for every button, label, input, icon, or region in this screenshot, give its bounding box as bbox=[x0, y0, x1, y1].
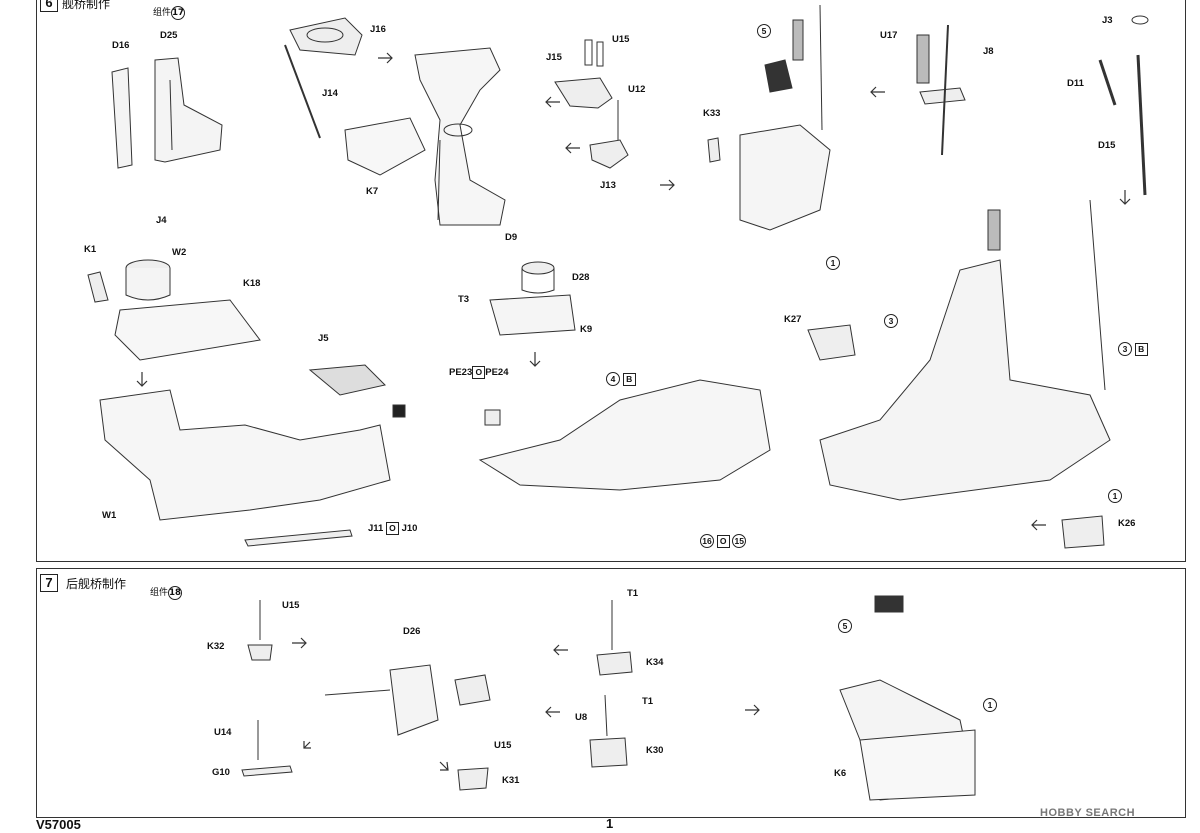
part-u17-j8-drawing bbox=[916, 24, 966, 156]
label-j13: J13 bbox=[600, 180, 616, 191]
step6-assembly-note: 组件17 bbox=[153, 6, 186, 20]
label-j5: J5 bbox=[318, 333, 329, 344]
page-number: 1 bbox=[606, 816, 614, 831]
part-j3-d11-d15-drawing bbox=[1098, 15, 1149, 196]
callout-16-15: 16 O 15 bbox=[700, 534, 747, 548]
label-k30: K30 bbox=[646, 745, 664, 756]
step7-k30-drawing bbox=[589, 694, 628, 768]
label-j8: J8 bbox=[983, 46, 994, 57]
step7-g10-drawing bbox=[241, 720, 293, 777]
label-d28: D28 bbox=[572, 272, 590, 283]
part-j13-drawing bbox=[589, 100, 629, 169]
label-j4: J4 bbox=[156, 215, 167, 226]
label-d9: D9 bbox=[505, 232, 518, 243]
flow-arrows bbox=[136, 52, 1131, 771]
mast-assembly-drawing bbox=[707, 4, 831, 231]
bridge-tower-drawing bbox=[414, 47, 506, 226]
callout-4b: 4 B bbox=[606, 372, 636, 386]
label-u8: U8 bbox=[575, 712, 588, 723]
label-d16: D16 bbox=[112, 40, 130, 51]
label-k27: K27 bbox=[784, 314, 802, 325]
label-u12: U12 bbox=[628, 84, 646, 95]
label-j14: J14 bbox=[322, 88, 338, 99]
watermark: HOBBY SEARCH bbox=[1040, 807, 1136, 819]
callout-step7-5: 5 bbox=[838, 619, 852, 633]
label-j3: J3 bbox=[1102, 15, 1113, 26]
part-w2-k18-drawing bbox=[87, 259, 261, 361]
label-t1-a: T1 bbox=[627, 588, 639, 599]
step7-k31-drawing bbox=[457, 767, 489, 791]
product-code: V57005 bbox=[36, 817, 81, 832]
callout-3a: 3 bbox=[884, 314, 898, 328]
label-k26: K26 bbox=[1118, 518, 1136, 529]
label-u15-b: U15 bbox=[494, 740, 512, 751]
label-k9: K9 bbox=[580, 324, 593, 335]
callout-step7-1: 1 bbox=[983, 698, 997, 712]
label-d15: D15 bbox=[1098, 140, 1116, 151]
label-d11: D11 bbox=[1067, 78, 1084, 89]
step7-number: 7 bbox=[40, 574, 58, 592]
step6-number: 6 bbox=[40, 0, 58, 12]
label-k32: K32 bbox=[207, 641, 225, 652]
label-t3: T3 bbox=[458, 294, 470, 305]
part-u15-j15-drawing bbox=[554, 39, 613, 109]
label-k31: K31 bbox=[502, 775, 520, 786]
label-j15: J15 bbox=[546, 52, 562, 63]
label-w1: W1 bbox=[102, 510, 117, 521]
step7-assembly-note: 组件18 bbox=[150, 586, 183, 600]
label-k6: K6 bbox=[834, 768, 847, 779]
label-k34: K34 bbox=[646, 657, 664, 668]
part-j16-j14-k7-drawing bbox=[284, 17, 426, 176]
part-k9-drawing bbox=[489, 261, 576, 336]
label-u17: U17 bbox=[880, 30, 898, 41]
label-d25: D25 bbox=[160, 30, 178, 41]
label-g10: G10 bbox=[212, 767, 230, 778]
step6-title: 舰桥制作 bbox=[62, 0, 111, 11]
part-w1-hull-drawing bbox=[99, 364, 406, 547]
callout-1a: 1 bbox=[826, 256, 840, 270]
label-j16: J16 bbox=[370, 24, 386, 35]
label-u14: U14 bbox=[214, 727, 232, 738]
label-t1-b: T1 bbox=[642, 696, 654, 707]
label-u15-a: U15 bbox=[282, 600, 300, 611]
bridge-complete-drawing bbox=[807, 199, 1111, 549]
label-u15: U15 bbox=[612, 34, 630, 45]
step6-panel bbox=[36, 0, 1186, 562]
step7-k32-drawing bbox=[247, 600, 273, 661]
step7-k34-drawing bbox=[596, 600, 633, 676]
step7-title: 后舰桥制作 bbox=[66, 577, 127, 591]
part-d16-d25-drawing bbox=[111, 57, 223, 169]
label-j11-j10: J11 O J10 bbox=[368, 522, 418, 535]
callout-5: 5 bbox=[757, 24, 771, 38]
label-k18: K18 bbox=[243, 278, 261, 289]
label-k7: K7 bbox=[366, 186, 379, 197]
callout-1b: 1 bbox=[1108, 489, 1122, 503]
step7-d26-drawing bbox=[324, 664, 491, 736]
label-k1: K1 bbox=[84, 244, 97, 255]
label-k33: K33 bbox=[703, 108, 721, 119]
label-d26: D26 bbox=[403, 626, 421, 637]
forward-superstructure-drawing bbox=[478, 379, 771, 491]
label-w2: W2 bbox=[172, 247, 187, 258]
callout-3b: 3 B bbox=[1118, 342, 1148, 356]
step7-k6-assembly-drawing bbox=[839, 595, 976, 801]
step7-panel bbox=[36, 568, 1186, 818]
